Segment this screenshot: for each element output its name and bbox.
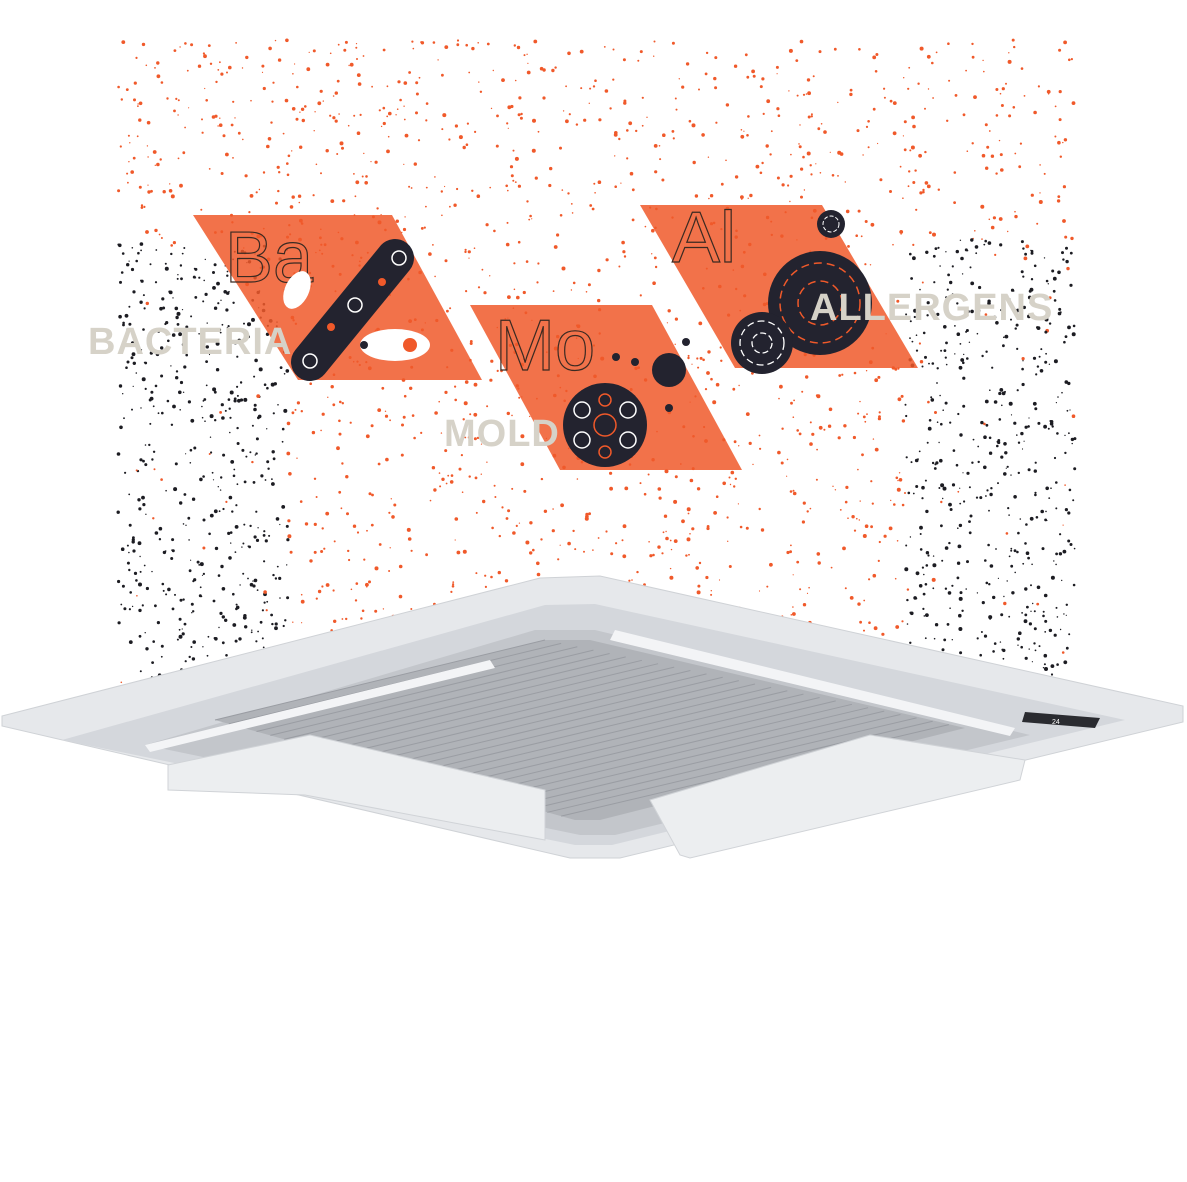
mold-icon <box>563 338 690 467</box>
bacteria-icon <box>283 239 430 381</box>
svg-text:24: 24 <box>1052 719 1060 726</box>
mold-symbol: Mo <box>495 306 595 386</box>
allergens-symbol: Al <box>672 198 736 278</box>
particle-speckles <box>116 38 1077 692</box>
ceiling-cassette-ac-unit: 24 <box>1 575 1184 859</box>
left-rear-louver <box>145 660 495 752</box>
allergens-label: ALLERGENS <box>810 287 1053 329</box>
left-louver <box>167 734 546 841</box>
right-louver <box>649 734 1026 859</box>
allergens-icon <box>731 210 872 374</box>
display-panel: 24 <box>1022 712 1100 728</box>
mold-label: MOLD <box>444 413 560 455</box>
bacteria-label: BACTERIA <box>88 321 292 363</box>
right-rear-louver <box>610 630 1015 736</box>
